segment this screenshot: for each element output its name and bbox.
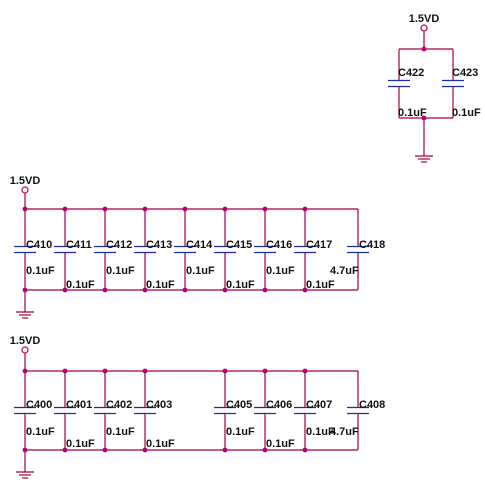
junction-dot [421,46,427,52]
junction-dot [62,287,68,293]
power-port-label: 1.5VD [10,175,41,187]
junction-dot [102,206,108,212]
capacitor-ref-label: C410 [26,239,52,251]
capacitor-value-label: 0.1uF [452,107,481,119]
label-layer: 1.5VD C422 0.1uF C423 0.1uF 1.5VD C410 0.1uF C41… [10,13,481,450]
capacitor-value-label: 0.1uF [306,279,335,291]
junction-dot [222,368,228,374]
junction-dot [302,206,308,212]
wire-layer [24,31,454,472]
capacitor-value-label: 0.1uF [306,426,335,438]
capacitor-value-label: 0.1uF [146,438,175,450]
capacitor-ref-label: C401 [66,399,92,411]
capacitor-value-label: 0.1uF [226,426,255,438]
capacitor-ref-label: C414 [186,239,213,251]
capacitor-ref-label: C407 [306,399,332,411]
capacitor-value-label: 4.7uF [330,426,359,438]
junction-dot [262,206,268,212]
junction-dot [142,368,148,374]
capacitor-ref-label: C405 [226,399,252,411]
capacitor-value-label: 0.1uF [66,438,95,450]
junction-dot [62,206,68,212]
capacitor-value-label: 0.1uF [106,426,135,438]
capacitor-value-label: 0.1uF [398,107,427,119]
junction-dot [421,115,427,121]
capacitor-value-label: 4.7uF [330,265,359,277]
power-port-label: 1.5VD [409,13,440,25]
junction-dot [102,447,108,453]
junction-dot [262,447,268,453]
capacitor-ref-label: C415 [226,239,252,251]
junction-dot [142,206,148,212]
capacitor-ref-label: C406 [266,399,292,411]
capacitor-ref-label: C417 [306,239,332,251]
capacitor-ref-label: C400 [26,399,52,411]
capacitor-ref-label: C423 [452,67,478,79]
junction-dot [182,206,188,212]
junction-dot [302,368,308,374]
junction-dot [102,368,108,374]
power-port-icon [21,346,29,354]
junction-dot [22,287,28,293]
junction-dot [142,287,148,293]
junction-dot [182,287,188,293]
capacitor-ref-label: C413 [146,239,172,251]
junction-dot [222,447,228,453]
junction-dot [22,206,28,212]
junction-dot [302,287,308,293]
junction-dot [222,206,228,212]
junction-dot [22,368,28,374]
capacitor-value-label: 0.1uF [26,426,55,438]
capacitor-ref-label: C412 [106,239,132,251]
capacitor-ref-label: C416 [266,239,292,251]
junction-dot [102,287,108,293]
capacitor-value-label: 0.1uF [26,265,55,277]
junction-dot [62,447,68,453]
junction-dot [262,368,268,374]
power-port-icon [21,186,29,194]
capacitor-value-label: 0.1uF [266,438,295,450]
junction-dot [22,447,28,453]
capacitor-ref-label: C418 [359,239,385,251]
junction-dot [222,287,228,293]
power-port-label: 1.5VD [10,335,41,347]
capacitor-value-label: 0.1uF [186,265,215,277]
capacitor-ref-label: C411 [66,239,92,251]
capacitor-value-label: 0.1uF [106,265,135,277]
capacitor-value-label: 0.1uF [226,279,255,291]
capacitor-ref-label: C402 [106,399,132,411]
component-layer [14,24,464,479]
capacitor-value-label: 0.1uF [266,265,295,277]
junction-dot [142,447,148,453]
capacitor-value-label: 0.1uF [66,279,95,291]
junction-dot [262,287,268,293]
junction-dot [62,368,68,374]
capacitor-ref-label: C408 [359,399,385,411]
junction-dot [302,447,308,453]
capacitor-value-label: 0.1uF [146,279,175,291]
power-port-icon [420,24,428,32]
capacitor-ref-label: C422 [398,67,424,79]
capacitor-ref-label: C403 [146,399,172,411]
